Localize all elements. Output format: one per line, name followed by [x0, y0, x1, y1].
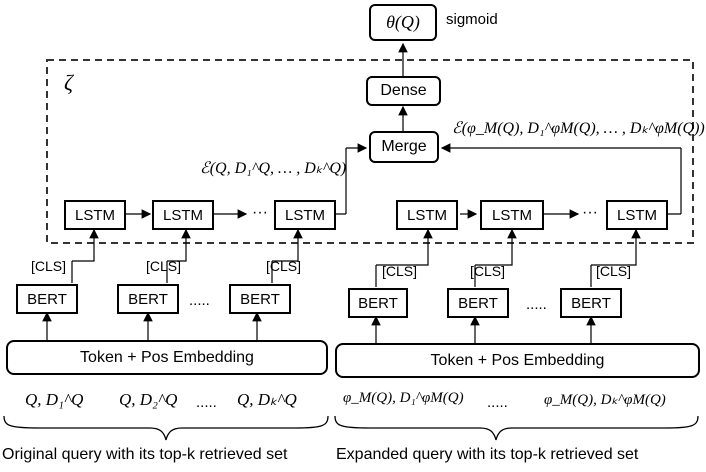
input-right-1: φ_M(Q), D₁^φM(Q) — [343, 390, 464, 406]
embedding-left: Token + Pos Embedding — [6, 340, 328, 375]
embedding-right: Token + Pos Embedding — [335, 343, 700, 378]
sigmoid-label: sigmoid — [446, 11, 498, 28]
input-right-k: φ_M(Q), Dₖ^φM(Q) — [544, 392, 666, 408]
bert-left-1: BERT — [16, 284, 78, 314]
bert-right-2: BERT — [447, 288, 509, 318]
cls-label: [CLS] — [31, 258, 67, 274]
cls-label: [CLS] — [266, 258, 302, 274]
zeta-symbol: ζ — [64, 70, 73, 95]
input-left-k: Q, Dₖ^Q — [237, 390, 297, 409]
lstm-right-2: LSTM — [480, 200, 544, 230]
right-embedding-label: ℰ(φ_M(Q), D₁^φM(Q), … , Dₖ^φM(Q)) — [452, 120, 705, 137]
cls-label: [CLS] — [470, 263, 506, 279]
caption-right: Expanded query with its top-k retrieved … — [336, 446, 639, 463]
lstm-right-k: LSTM — [606, 200, 668, 230]
bert-left-dots: ..... — [189, 292, 210, 309]
right-brace — [334, 415, 699, 441]
left-brace — [3, 415, 329, 441]
theta-output-box: θ(Q) — [369, 4, 437, 41]
input-left-2: Q, D₂^Q — [119, 390, 178, 409]
dense-box: Dense — [366, 76, 441, 106]
left-embedding-label: ℰ(Q, D₁^Q, … , Dₖ^Q) — [200, 160, 347, 177]
lstm-left-2: LSTM — [152, 200, 214, 230]
cls-label: [CLS] — [382, 263, 418, 279]
lstm-right-1: LSTM — [396, 200, 458, 230]
lstm-left-1: LSTM — [64, 200, 126, 230]
input-right-dots: ..... — [487, 394, 508, 411]
bert-right-1: BERT — [348, 288, 408, 318]
caption-left: Original query with its top-k retrieved … — [2, 446, 288, 463]
bert-left-2: BERT — [117, 284, 179, 314]
bert-right-k: BERT — [560, 288, 622, 318]
cls-label: [CLS] — [146, 258, 182, 274]
input-left-1: Q, D₁^Q — [25, 390, 84, 409]
lstm-right-dots: ··· — [582, 204, 598, 221]
lstm-left-dots: ··· — [252, 204, 268, 221]
merge-box: Merge — [369, 131, 439, 163]
zeta-module-boundary — [46, 59, 694, 244]
cls-label: [CLS] — [596, 263, 632, 279]
bert-left-k: BERT — [229, 284, 291, 314]
input-left-dots: ..... — [196, 394, 217, 411]
lstm-left-k: LSTM — [274, 200, 336, 230]
bert-right-dots: ..... — [526, 296, 547, 313]
